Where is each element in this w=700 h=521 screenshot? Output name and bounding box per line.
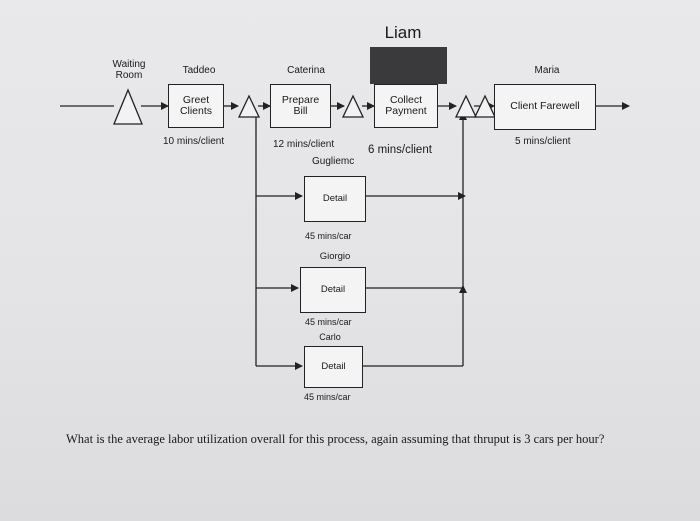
detail-2-text: Detail	[320, 284, 346, 296]
client-farewell-box: Client Farewell	[494, 84, 596, 130]
detail-box-2: Detail	[300, 267, 366, 313]
collect-payment-text: Collect Payment	[385, 93, 427, 117]
prepare-bill-text: Prepare Bill	[281, 93, 320, 117]
collect-payment-box: Collect Payment	[374, 84, 438, 128]
greet-time: 10 mins/client	[163, 136, 225, 147]
detail-3-time: 45 mins/car	[304, 392, 351, 402]
liam-label: Liam	[384, 23, 422, 42]
detail-1-time: 45 mins/car	[305, 231, 352, 241]
gugliemo-label: Gugliemc	[312, 156, 355, 167]
detail-1-text: Detail	[322, 193, 348, 205]
prepare-bill-box: Prepare Bill	[270, 84, 331, 128]
client-farewell-text: Client Farewell	[510, 100, 580, 113]
queue-triangle-waiting	[113, 88, 143, 125]
queue-triangle-3	[454, 94, 478, 118]
detail-box-3: Detail	[304, 346, 363, 388]
maria-label: Maria	[534, 65, 560, 76]
queue-triangle-1	[237, 94, 261, 118]
prepare-time: 12 mins/client	[273, 139, 335, 150]
detail-box-1: Detail	[304, 176, 366, 222]
greet-clients-text: Greet Clients	[179, 93, 213, 117]
detail-3-text: Detail	[321, 361, 346, 373]
collect-time: 6 mins/client	[368, 144, 432, 156]
waiting-room-label: Waiting Room	[112, 59, 146, 81]
giorgio-label: Giorgio	[319, 251, 351, 262]
carlo-label: Carlo	[319, 332, 341, 342]
question-text: What is the average labor utilization ov…	[66, 432, 605, 446]
redacted-block	[370, 47, 447, 84]
detail-2-time: 45 mins/car	[305, 317, 352, 327]
caterina-label: Caterina	[287, 65, 325, 76]
queue-triangle-2	[341, 94, 365, 118]
taddeo-label: Taddeo	[182, 65, 216, 76]
queue-triangle-4	[473, 94, 497, 118]
greet-clients-box: Greet Clients	[168, 84, 224, 128]
farewell-time: 5 mins/client	[515, 136, 571, 147]
